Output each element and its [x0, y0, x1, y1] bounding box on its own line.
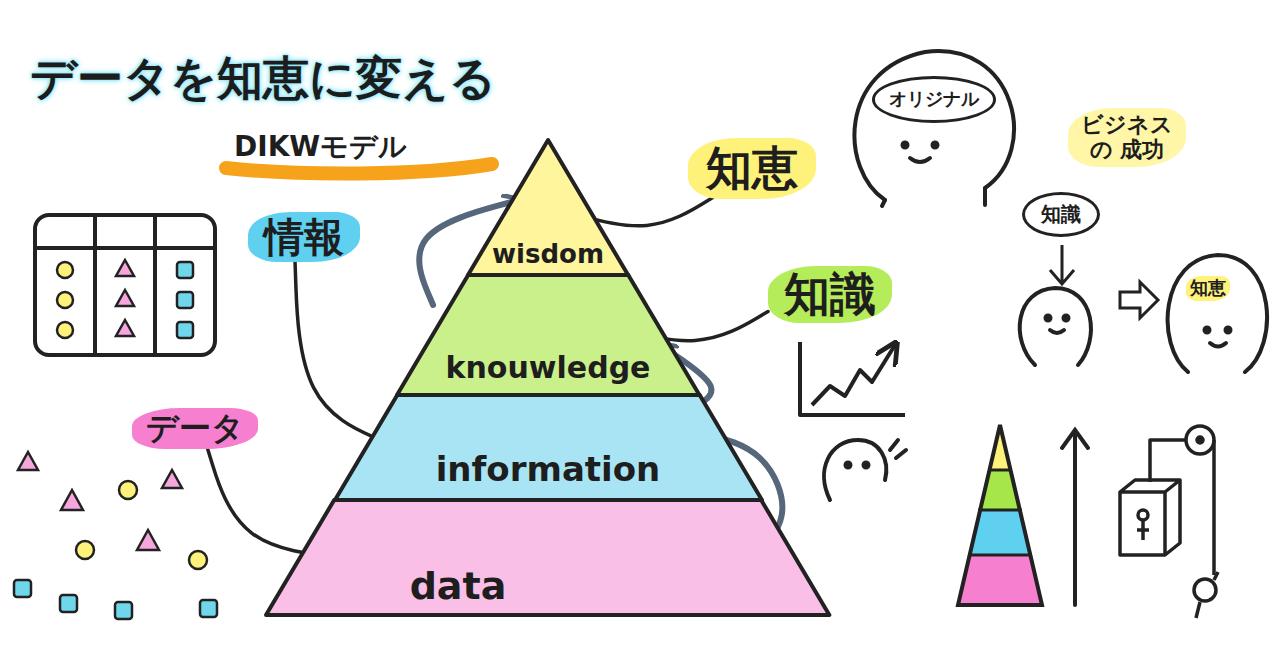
- highlight-label: 知識: [768, 266, 892, 323]
- node-text: 知恵: [706, 142, 798, 195]
- growth-chart: [800, 342, 905, 415]
- worried-face: [824, 440, 906, 500]
- pyramid-band: information: [335, 395, 762, 500]
- speech-bubble: 知識: [1022, 192, 1100, 237]
- listening-head: [1020, 288, 1091, 365]
- node-text: オリジナル: [889, 89, 979, 110]
- thought-oval: オリジナル: [872, 76, 996, 123]
- band-outline: [335, 395, 762, 500]
- node-text: 情報: [264, 214, 344, 260]
- highlight-label: 情報: [248, 212, 360, 262]
- highlight-label: 知恵: [688, 138, 816, 199]
- thinking-head: [854, 51, 1014, 206]
- band-word: knouwledge: [446, 351, 651, 384]
- pyramid-band: knouwledge: [397, 275, 699, 395]
- pulley-box: [1120, 426, 1218, 618]
- node-text: 知識: [1041, 203, 1081, 226]
- small-pyramid: [955, 420, 1045, 605]
- node-text: 知恵: [1190, 278, 1226, 299]
- band-word: wisdom: [492, 240, 604, 269]
- node-text: ビジネスの 成功: [1076, 112, 1178, 163]
- up-arrow: [1062, 430, 1088, 605]
- node-text: 知識: [784, 268, 876, 321]
- pointer-arrow: [295, 262, 386, 442]
- transform-arrow: [1120, 282, 1158, 318]
- data-table: [35, 215, 215, 355]
- node-text: データ: [146, 410, 244, 447]
- band-outline: [397, 275, 699, 395]
- highlight-label: 知恵: [1186, 276, 1230, 301]
- table-marks: [57, 260, 193, 338]
- pyramid-band: data: [266, 500, 829, 615]
- model-label: DIKWモデル: [234, 128, 407, 166]
- band-outline: [468, 140, 628, 275]
- band-word: information: [436, 451, 661, 488]
- band-word: data: [410, 566, 507, 608]
- bubble-arrow: [1050, 245, 1074, 284]
- band-shape: [266, 500, 829, 615]
- label-underline: [226, 164, 492, 174]
- wise-head: [1168, 255, 1267, 372]
- highlight-label: ビジネスの 成功: [1068, 108, 1186, 167]
- pyramid-band: wisdom: [468, 140, 628, 275]
- scattered-data: [14, 452, 217, 619]
- highlight-label: データ: [132, 408, 258, 449]
- page-title: データを知恵に変える: [30, 48, 496, 110]
- band-outline: [266, 500, 829, 615]
